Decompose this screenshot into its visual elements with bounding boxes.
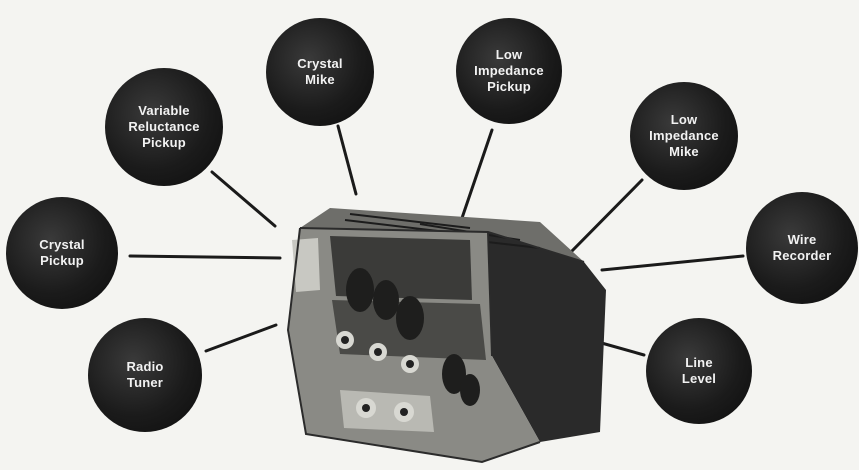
input-variable-reluctance-pickup: Variable Reluctance Pickup [105, 68, 223, 186]
connector-low-impedance-pickup [462, 130, 492, 218]
label-radio-tuner: Radio Tuner [126, 359, 163, 391]
label-crystal-pickup: Crystal Pickup [39, 237, 84, 269]
input-low-impedance-mike: Low Impedance Mike [630, 82, 738, 190]
label-wire-recorder: Wire Recorder [773, 232, 832, 264]
input-crystal-mike: Crystal Mike [266, 18, 374, 126]
label-crystal-mike: Crystal Mike [297, 56, 342, 88]
connector-radio-tuner [206, 325, 276, 351]
input-low-impedance-pickup: Low Impedance Pickup [456, 18, 562, 124]
label-low-impedance-pickup: Low Impedance Pickup [474, 47, 544, 95]
input-line-level: Line Level [646, 318, 752, 424]
connector-line-level [598, 342, 644, 355]
label-variable-reluctance-pickup: Variable Reluctance Pickup [128, 103, 199, 151]
connector-wire-recorder [602, 256, 743, 270]
input-radio-tuner: Radio Tuner [88, 318, 202, 432]
connector-variable-reluctance-pickup [212, 172, 275, 226]
input-crystal-pickup: Crystal Pickup [6, 197, 118, 309]
label-low-impedance-mike: Low Impedance Mike [649, 112, 719, 160]
connector-crystal-mike [338, 126, 356, 194]
input-wire-recorder: Wire Recorder [746, 192, 858, 304]
label-line-level: Line Level [682, 355, 716, 387]
amplifier-chassis [288, 208, 606, 462]
connector-low-impedance-mike [567, 180, 642, 256]
connector-crystal-pickup [130, 256, 280, 258]
